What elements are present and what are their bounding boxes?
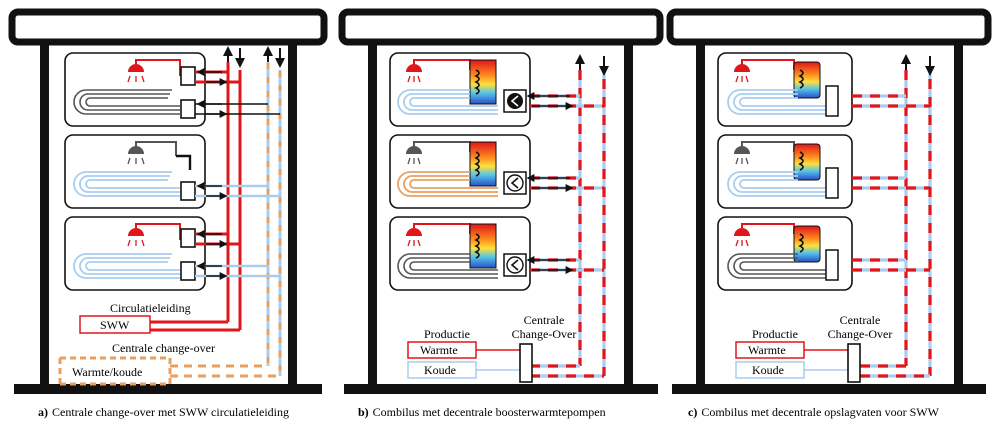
label-changeover-1: Centrale: [524, 313, 565, 327]
roof: [8, 8, 328, 46]
storage-tank-icon: [793, 61, 821, 99]
storage-tank-icon: [793, 143, 821, 181]
exchanger-icon: [180, 181, 196, 201]
apartment-1: [389, 52, 531, 127]
storage-tank-icon: [793, 225, 821, 263]
exchanger-icon: [180, 99, 196, 119]
panel-b: Productie Warmte Koude Centrale Change-O…: [338, 8, 664, 419]
exchanger-icon: [180, 228, 196, 248]
sww-box-label: SWW: [100, 318, 130, 332]
apartment-1: [64, 52, 206, 127]
caption-b: b)Combilus met decentrale boosterwarmtep…: [358, 405, 606, 419]
floor-heating-icon: [727, 171, 826, 197]
shower-icon: [406, 223, 471, 247]
floor-heating-icon: [397, 253, 498, 279]
valve-icon: [176, 154, 192, 170]
apartment-3: [717, 216, 853, 291]
label-changeover-2: Change-Over: [828, 327, 893, 341]
floor: [672, 384, 986, 394]
coil-icon: [474, 151, 480, 177]
wall-right: [624, 44, 633, 392]
roof: [338, 8, 664, 46]
coil-icon: [474, 233, 480, 259]
apartment-3: [64, 216, 206, 291]
flow-arrows: [526, 92, 574, 274]
floor: [14, 384, 322, 394]
coil-icon: [798, 151, 804, 171]
shower-icon: [127, 223, 181, 247]
shower-icon: [127, 141, 177, 165]
shower-icon: [127, 59, 181, 83]
floor-heating-icon: [73, 171, 180, 197]
storage-tank-icon: [469, 223, 497, 269]
coil-icon: [474, 69, 480, 95]
label-changeover-2: Change-Over: [512, 327, 577, 341]
wall-left: [696, 44, 705, 392]
coil-icon: [798, 233, 804, 253]
label-changeover: Centrale change-over: [112, 341, 215, 355]
koude-box-label: Koude: [752, 363, 784, 377]
panel-c: Productie Warmte Koude Centrale Change-O…: [666, 8, 992, 419]
storage-tank-icon: [469, 141, 497, 187]
label-productie: Productie: [752, 327, 798, 341]
changeover-valve-icon: [519, 343, 533, 383]
exchanger-icon: [825, 85, 839, 117]
warmte-koude-box-label: Warmte/koude: [72, 365, 142, 379]
shower-icon: [406, 59, 471, 83]
changeover-pipes: [58, 62, 282, 386]
floor: [344, 384, 658, 394]
label-productie: Productie: [424, 327, 470, 341]
coil-icon: [798, 69, 804, 89]
warmte-box-label: Warmte: [748, 343, 786, 357]
warmte-box-label: Warmte: [420, 343, 458, 357]
floor-heating-icon: [397, 89, 498, 115]
exchanger-icon: [825, 249, 839, 281]
shower-icon: [734, 141, 795, 165]
caption-a: a)Centrale change-over met SWW circulati…: [38, 405, 289, 419]
apartment-1: [717, 52, 853, 127]
shower-icon: [734, 59, 795, 83]
koude-box-label: Koude: [424, 363, 456, 377]
apartment-2: [64, 134, 206, 209]
wall-right: [288, 44, 297, 392]
apartment-2: [389, 134, 531, 209]
shower-icon: [406, 141, 471, 165]
floor-heating-icon: [73, 89, 180, 115]
combilus-pipes: [852, 70, 932, 378]
floor-heating-icon: [73, 253, 180, 279]
flow-arrows: [196, 68, 228, 280]
exchanger-icon: [180, 66, 196, 86]
heat-pump-icon: [507, 93, 523, 109]
floor-heating-icon: [397, 171, 498, 197]
label-changeover-1: Centrale: [840, 313, 881, 327]
floor-heating-icon: [727, 253, 826, 279]
storage-tank-icon: [469, 59, 497, 105]
floor-heating-icon: [727, 89, 826, 115]
shower-icon: [734, 223, 795, 247]
apartment-3: [389, 216, 531, 291]
wall-right: [954, 44, 963, 392]
exchanger-icon: [180, 261, 196, 281]
panel-a: Circulatieleiding SWW Centrale change-ov…: [8, 8, 328, 419]
exchanger-icon: [825, 167, 839, 199]
sww-box: [79, 315, 151, 334]
roof: [666, 8, 992, 46]
changeover-valve-icon: [847, 343, 861, 383]
apartment-2: [717, 134, 853, 209]
label-circulation: Circulatieleiding: [110, 301, 191, 315]
wall-left: [368, 44, 377, 392]
caption-c: c)Combilus met decentrale opslagvaten vo…: [688, 405, 940, 419]
wall-left: [40, 44, 49, 392]
